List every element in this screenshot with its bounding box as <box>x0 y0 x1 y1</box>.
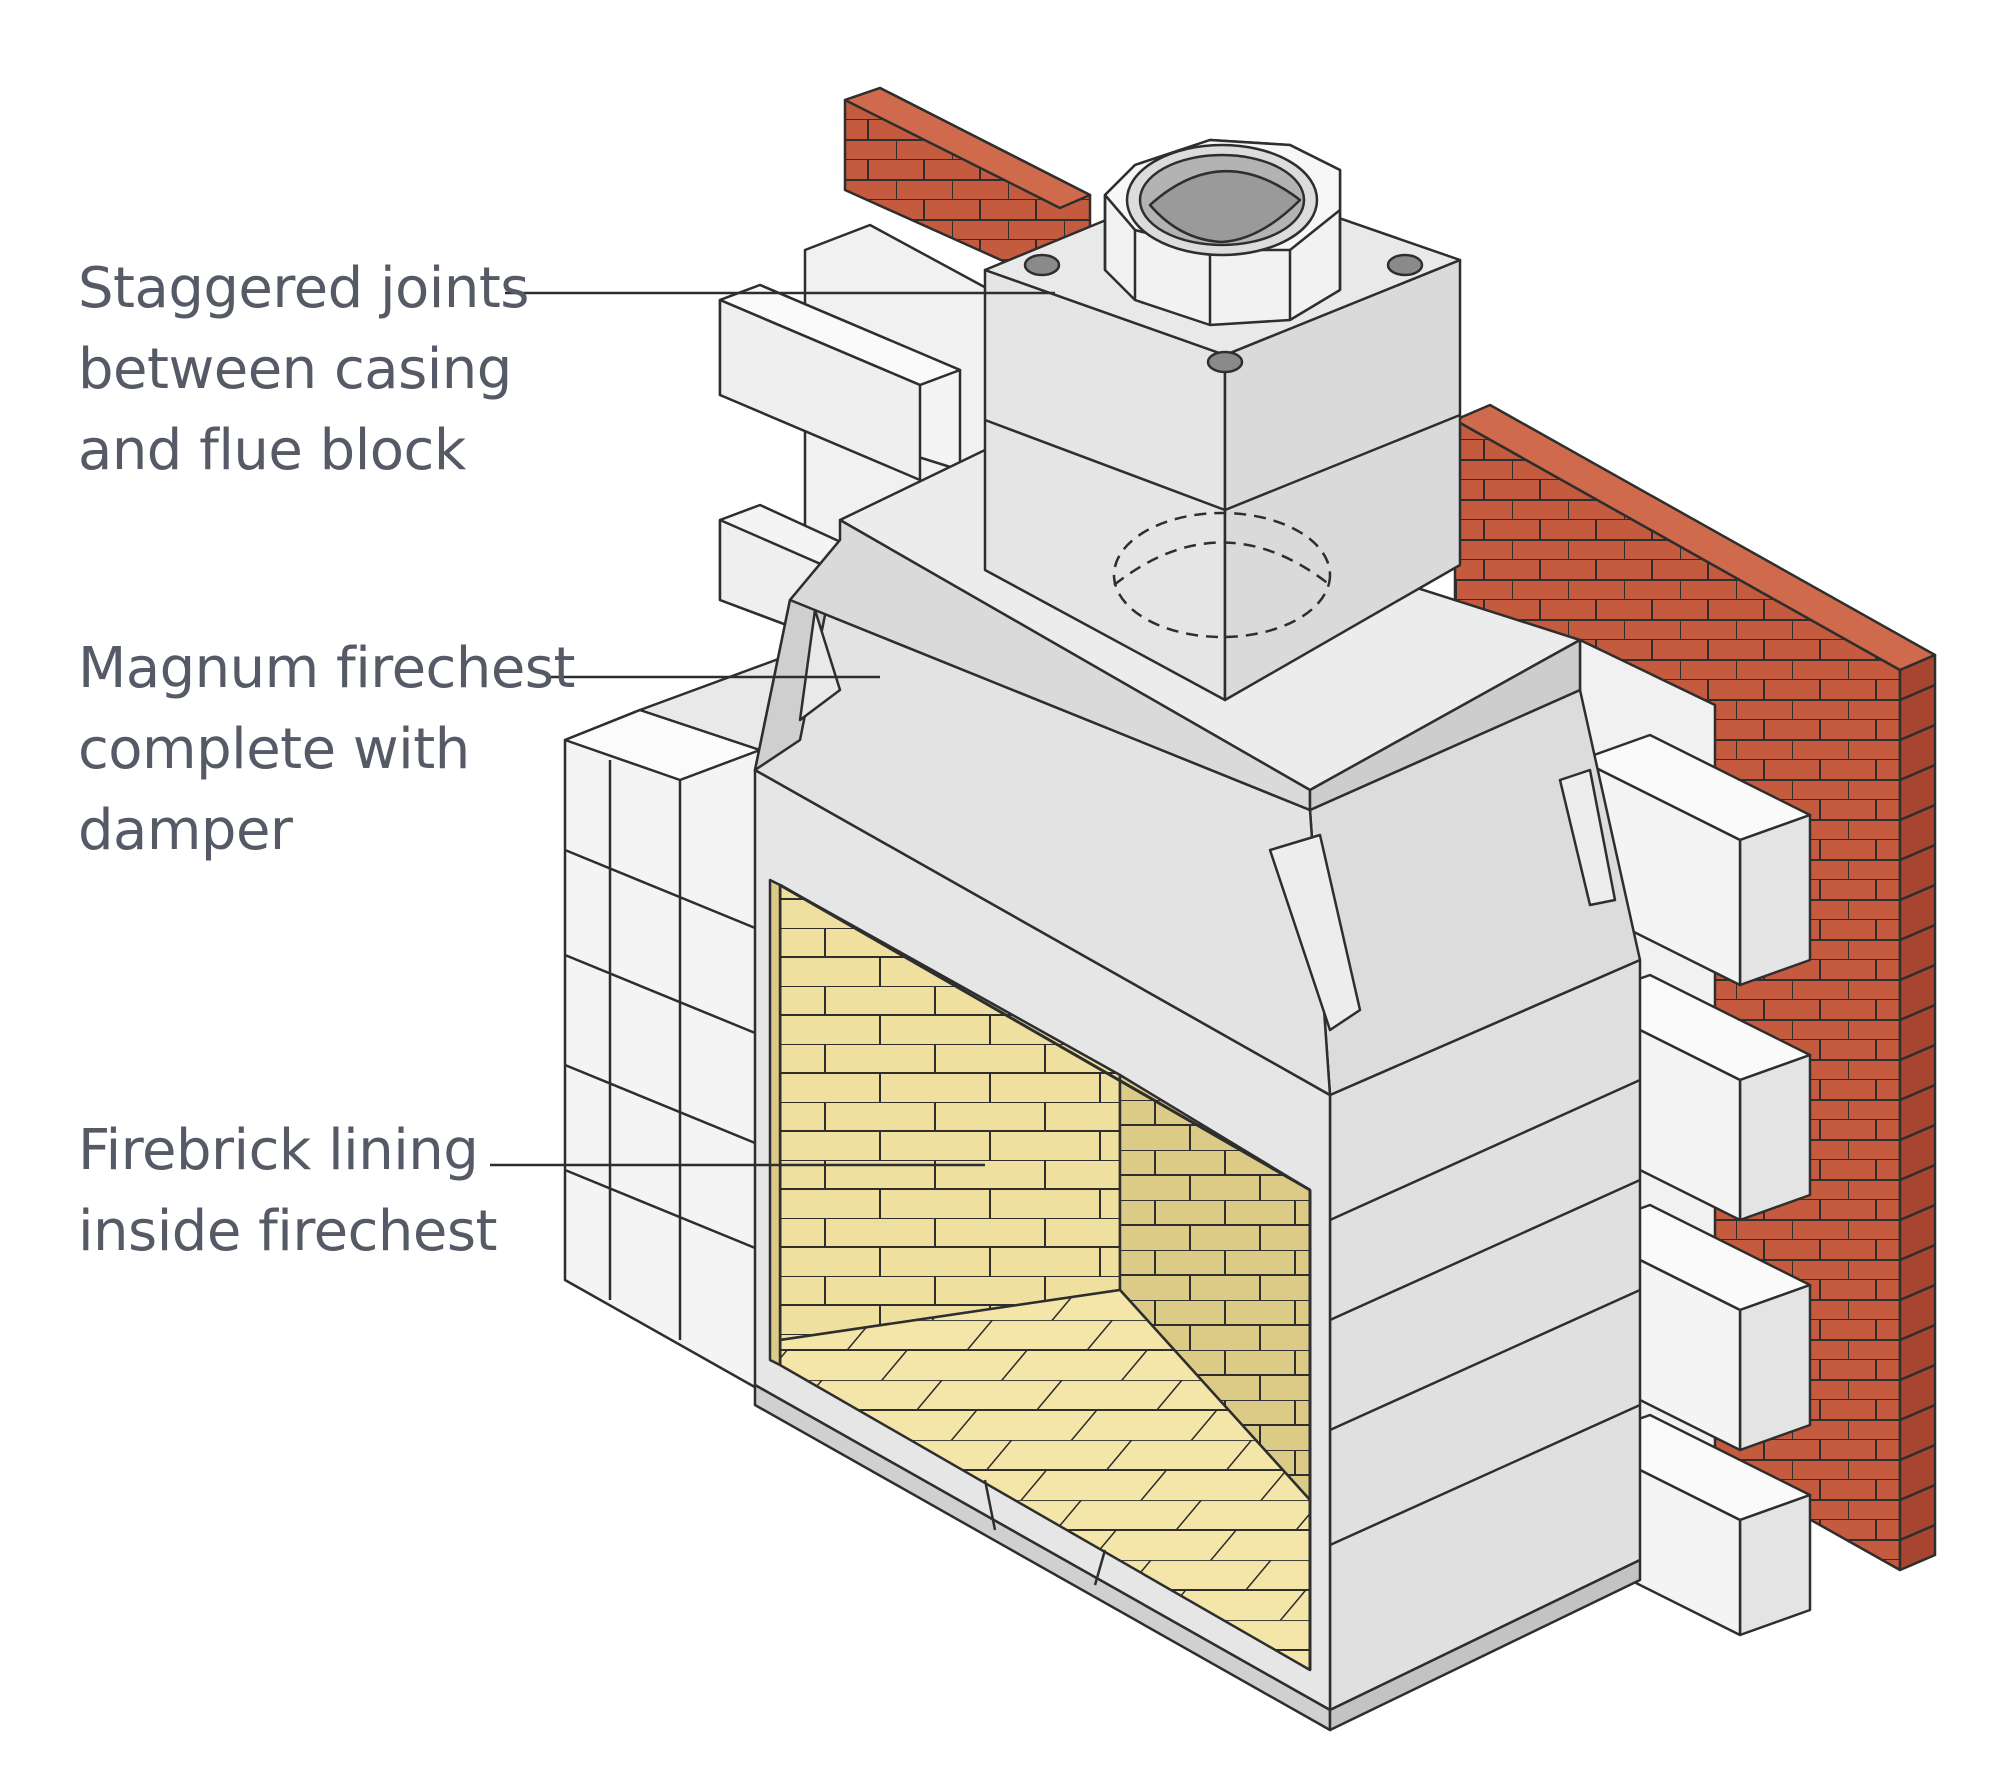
flue-liner-icon <box>1103 138 1342 327</box>
firechest-base <box>753 1383 1642 1732</box>
label-line: Magnum firechest <box>78 636 575 701</box>
label-staggered-joints: Staggered joints between casing and flue… <box>78 248 529 491</box>
label-line: between casing <box>78 337 512 402</box>
damper-outline-icon <box>1112 511 1332 639</box>
label-firebrick-lining: Firebrick lining inside firechest <box>78 1110 497 1272</box>
label-line: Staggered joints <box>78 256 529 321</box>
label-magnum-firechest: Magnum firechest complete with damper <box>78 628 575 871</box>
label-line: Firebrick lining <box>78 1118 479 1183</box>
leader-lines <box>490 291 1055 1167</box>
firebrick-lining <box>768 878 1312 1672</box>
label-line: complete with <box>78 717 470 782</box>
label-line: inside firechest <box>78 1199 497 1264</box>
label-line: and flue block <box>78 418 466 483</box>
label-line: damper <box>78 798 293 863</box>
